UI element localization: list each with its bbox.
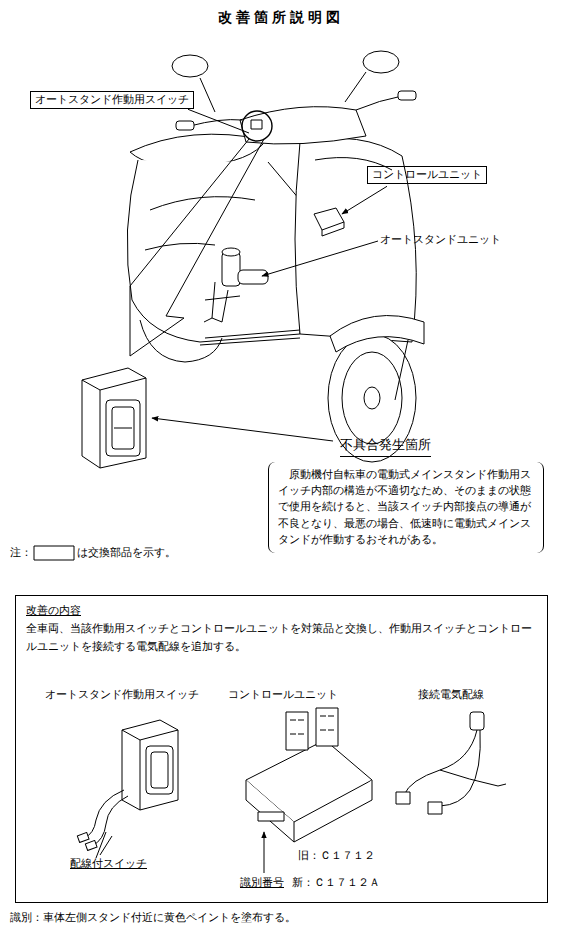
improvement-box: 改善の内容全車両、当該作動用スイッチとコントロールユニットを対策品と交換し、作動…	[15, 595, 548, 903]
heading: 不具合発生箇所	[340, 437, 431, 457]
title: 改善箇所説明図	[0, 9, 562, 27]
id-number: 新：Ｃ１７１２Ａ	[292, 876, 380, 890]
part-label: オートスタンドユニット	[380, 233, 501, 247]
id-label: 識別番号	[240, 876, 284, 890]
body-text: 全車両、当該作動用スイッチとコントロールユニットを対策品と交換し、作動用スイッチ…	[26, 620, 537, 655]
heading: 改善の内容	[26, 604, 537, 618]
part-label: 接続電気配線	[418, 688, 484, 702]
leader-arrow	[342, 186, 387, 214]
leader-line	[188, 109, 249, 133]
part-label-box: オートスタンド作動用スイッチ	[30, 91, 194, 109]
part-label: コントロールユニット	[228, 688, 338, 702]
defect-note: 不具合発生箇所原動機付自転車の電動式メインスタンド作動用スイッチ内部の構造が不適…	[268, 434, 544, 553]
id-number: 旧：Ｃ１７１２	[298, 849, 375, 863]
note-text: は交換部品を示す。	[77, 546, 176, 560]
body-text: 原動機付自転車の電動式メインスタンド作動用スイッチ内部の構造が不適切なため、その…	[268, 462, 544, 553]
body-text: コントロールユニット	[372, 168, 482, 182]
note-text: 注：	[10, 546, 32, 560]
part-label-box: コントロールユニット	[367, 166, 487, 184]
part-label: オートスタンド作動用スイッチ	[45, 688, 199, 702]
body-text: オートスタンド作動用スイッチ	[35, 93, 189, 107]
part-label: 配線付スイッチ	[70, 857, 147, 871]
footer-note: 識別：車体左側スタンド付近に黄色ペイントを塗布する。	[10, 911, 296, 925]
leader-line	[100, 836, 112, 855]
